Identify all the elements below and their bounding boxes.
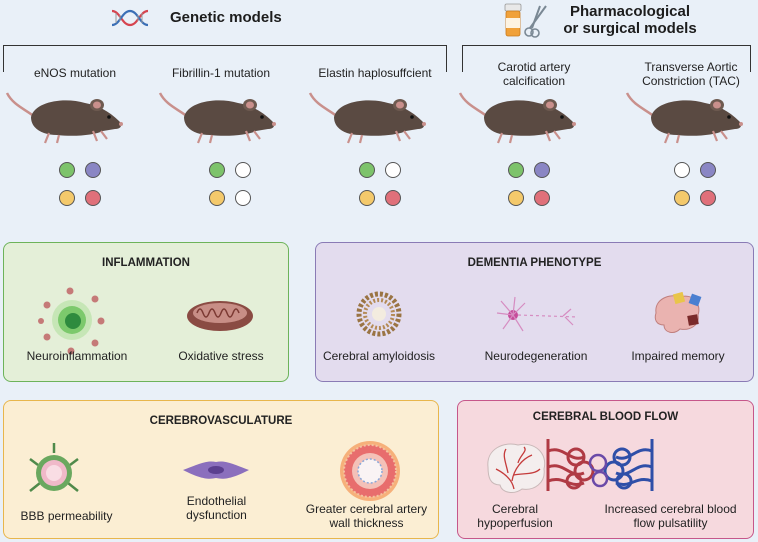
phenotype-dot-yellow [59, 190, 75, 206]
phenotype-dot-yellow [209, 190, 225, 206]
phenotype-dot-yellow [359, 190, 375, 206]
model-label-enos: eNOS mutation [33, 66, 117, 80]
mouse-icon-enos [5, 92, 123, 144]
mouse-icon-fibrillin [158, 92, 276, 144]
brain-puzzle-icon [654, 291, 702, 333]
cerebral-blood-flow-title: CEREBRAL BLOOD FLOW [532, 411, 679, 423]
phenotype-dot-green [209, 162, 225, 178]
phenotype-dot-red [534, 190, 550, 206]
phenotype-dot-empty [674, 162, 690, 178]
blood-brain-barrier-icon [29, 443, 79, 492]
vascular-network-icon [546, 439, 654, 491]
pill-bottle-icon [504, 3, 522, 37]
phenotype-dot-empty [235, 162, 251, 178]
phenotype-dot-yellow [508, 190, 524, 206]
phenotype-dot-green [359, 162, 375, 178]
phenotype-dot-empty [385, 162, 401, 178]
mouse-icon-carotid [458, 92, 576, 144]
dementia-title: DEMENTIA PHENOTYPE [467, 257, 602, 269]
phenotype-dot-green [508, 162, 524, 178]
dementia-panel: DEMENTIA PHENOTYPE Cerebral amyloidosis … [315, 242, 754, 382]
amyloid-plaque-icon [356, 291, 402, 337]
neurodegeneration-label: Neurodegeneration [484, 349, 588, 363]
phenotype-dot-purple [85, 162, 101, 178]
mitochondrion-icon [187, 301, 253, 331]
neuroinflammation-label: Neuroinflammation [26, 349, 128, 363]
model-label-elastin: Elastin haplosuffcient [318, 66, 432, 80]
phenotype-dot-purple [534, 162, 550, 178]
pharma-models-bracket [462, 45, 751, 72]
phenotype-dot-empty [235, 190, 251, 206]
neuron-icon [496, 296, 579, 332]
pharma-title-line1: Pharmacological [569, 3, 691, 20]
mouse-icon-elastin [308, 92, 426, 144]
phenotype-dot-yellow [674, 190, 690, 206]
phenotype-dot-red [85, 190, 101, 206]
impaired-memory-label: Impaired memory [631, 349, 725, 363]
genetic-models-bracket [3, 45, 447, 72]
surgical-scissors-icon [524, 5, 547, 38]
dna-icon [111, 9, 149, 27]
immune-cell-icon [38, 287, 105, 355]
pharma-title-line2: or surgical models [563, 20, 697, 37]
phenotype-dot-red [700, 190, 716, 206]
model-label-fibrillin: Fibrillin-1 mutation [171, 66, 271, 80]
phenotype-dot-green [59, 162, 75, 178]
endothelial-cell-icon [183, 461, 249, 479]
inflammation-panel: INFLAMMATION Neuroinflammation Oxidative… [3, 242, 289, 382]
brain-vessels-icon [487, 443, 546, 493]
cerebrovasculature-title: CEREBROVASCULATURE [149, 415, 293, 427]
cerebrovasculature-panel: CEREBROVASCULATURE BBB permeability Endo… [3, 400, 439, 539]
inflammation-title: INFLAMMATION [102, 257, 190, 269]
bbb-permeability-label: BBB permeability [20, 509, 113, 523]
phenotype-dot-purple [700, 162, 716, 178]
oxidative-stress-label: Oxidative stress [178, 349, 264, 363]
cerebral-amyloidosis-label: Cerebral amyloidosis [322, 349, 436, 363]
mouse-icon-tac [625, 92, 743, 144]
genetic-models-title: Genetic models [170, 9, 282, 26]
phenotype-dot-red [385, 190, 401, 206]
artery-cross-section-icon [340, 441, 400, 501]
pharmacological-models-title: Pharmacological or surgical models [560, 3, 700, 37]
